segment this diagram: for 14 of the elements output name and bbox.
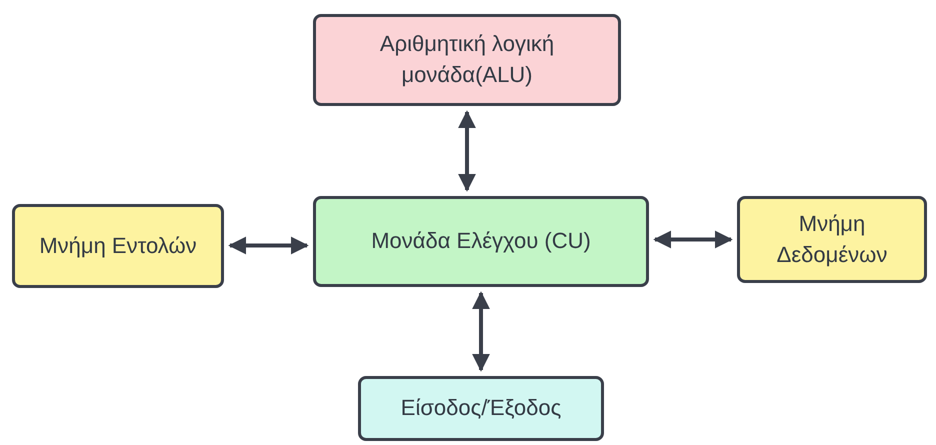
- box-label: Είσοδος/Έξοδος: [400, 394, 562, 422]
- process-box: [737, 196, 927, 283]
- arrow: [458, 110, 476, 192]
- box-label: Αριθμητική λογική μονάδα(ALU): [378, 30, 556, 89]
- box-label: Μνήμη Εντολών: [38, 232, 198, 260]
- arrow: [653, 230, 733, 248]
- box-label: Μονάδα Ελέγχου (CU): [370, 227, 592, 256]
- box-label: Μνήμη Δεδομένων: [776, 210, 888, 268]
- process-box: [313, 196, 649, 287]
- arrow: [228, 236, 309, 254]
- arrow: [472, 291, 490, 372]
- process-box: [12, 204, 224, 288]
- process-box: [313, 14, 621, 106]
- process-box: [358, 376, 604, 441]
